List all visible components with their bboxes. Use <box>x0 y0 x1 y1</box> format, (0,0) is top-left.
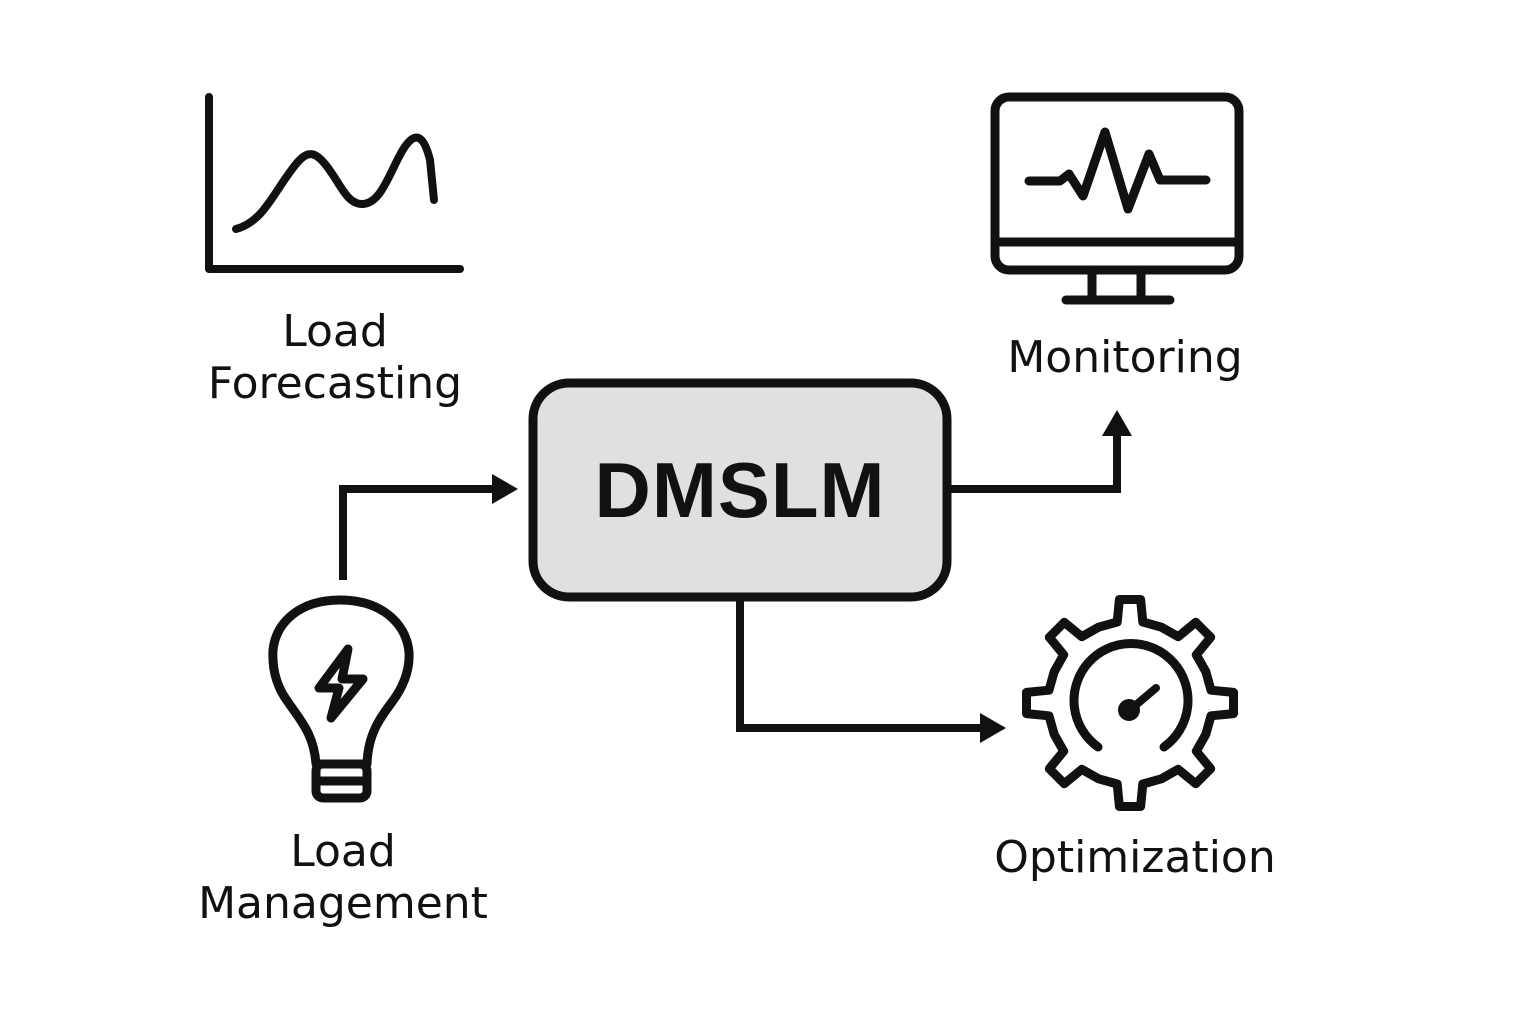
monitor-heartbeat-icon <box>990 92 1244 305</box>
gear-gauge-icon <box>1022 595 1238 811</box>
optimization-label: Optimization <box>975 832 1295 884</box>
edge-dmslm-to-monitoring <box>951 410 1132 493</box>
load-forecasting-label-line-2: Forecasting <box>207 358 463 409</box>
line-chart-icon <box>205 93 464 273</box>
edge-dmslm-to-optimization <box>736 601 1006 743</box>
load-management-label: Load Management <box>178 826 508 930</box>
dmslm-node-box <box>528 378 952 602</box>
load-forecasting-label: Load Forecasting <box>185 306 485 410</box>
edge-load-management-to-dmslm <box>339 474 518 580</box>
load-management-label-line-2: Management <box>198 878 488 929</box>
load-forecasting-label-line-1: Load <box>282 306 388 357</box>
load-management-label-line-1: Load <box>290 826 396 877</box>
monitoring-label-line-1: Monitoring <box>1007 332 1243 383</box>
lightbulb-bolt-icon <box>268 595 414 803</box>
optimization-label-line-1: Optimization <box>994 832 1276 883</box>
monitoring-label: Monitoring <box>985 332 1265 384</box>
dmslm-node-label: DMSLM <box>594 445 886 534</box>
